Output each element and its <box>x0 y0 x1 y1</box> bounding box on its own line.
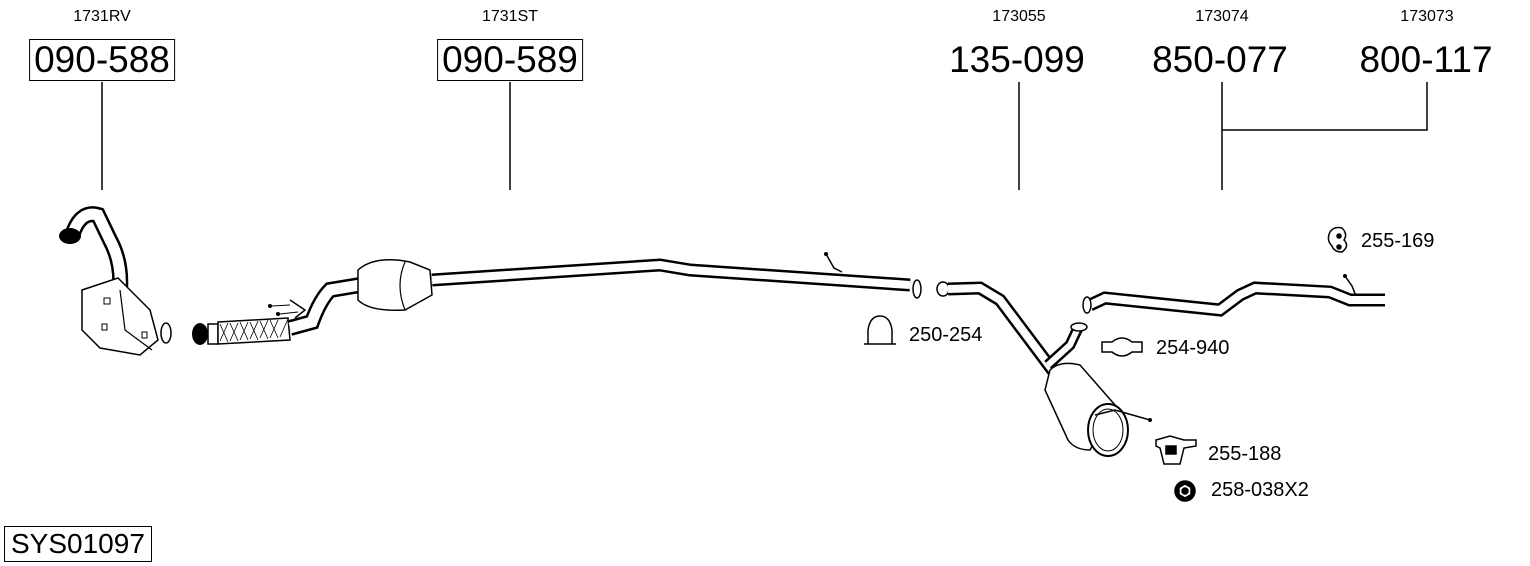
rear-middle-silencer-135-099[interactable] <box>936 281 1152 457</box>
part-ref-1731RV: 1731RV <box>73 8 131 25</box>
part-ref-173074: 173074 <box>1195 8 1249 25</box>
part-number-800-117[interactable]: 800-117 <box>1359 39 1493 80</box>
clamp-icon[interactable] <box>864 315 896 345</box>
part-number-090-589[interactable]: 090-589 <box>437 39 583 81</box>
bracket-mount-icon[interactable] <box>1155 435 1197 465</box>
part-ref-173055: 173055 <box>992 8 1046 25</box>
flange-clamp-icon[interactable] <box>1101 337 1143 357</box>
part-number-850-077[interactable]: 850-077 <box>1152 39 1288 80</box>
accessory-258-038X2[interactable]: 258-038X2 <box>1211 479 1309 501</box>
tail-pipe-850-077[interactable] <box>1082 274 1385 317</box>
accessory-254-940[interactable]: 254-940 <box>1156 337 1230 359</box>
part-number-135-099[interactable]: 135-099 <box>949 39 1085 80</box>
leader-lines <box>101 82 1428 190</box>
accessory-255-188[interactable]: 255-188 <box>1208 443 1282 465</box>
accessory-250-254[interactable]: 250-254 <box>909 324 983 346</box>
part-ref-1731ST: 1731ST <box>481 8 539 25</box>
front-pipe-090-588[interactable] <box>59 206 172 356</box>
nut-icon[interactable] <box>1174 480 1196 502</box>
part-ref-173073: 173073 <box>1400 8 1454 25</box>
middle-pipe-090-589[interactable] <box>192 252 922 345</box>
accessory-255-169[interactable]: 255-169 <box>1361 230 1435 252</box>
system-code: SYS01097 <box>4 526 152 562</box>
rubber-mount-icon[interactable] <box>1327 226 1348 253</box>
part-number-090-588[interactable]: 090-588 <box>29 39 175 81</box>
